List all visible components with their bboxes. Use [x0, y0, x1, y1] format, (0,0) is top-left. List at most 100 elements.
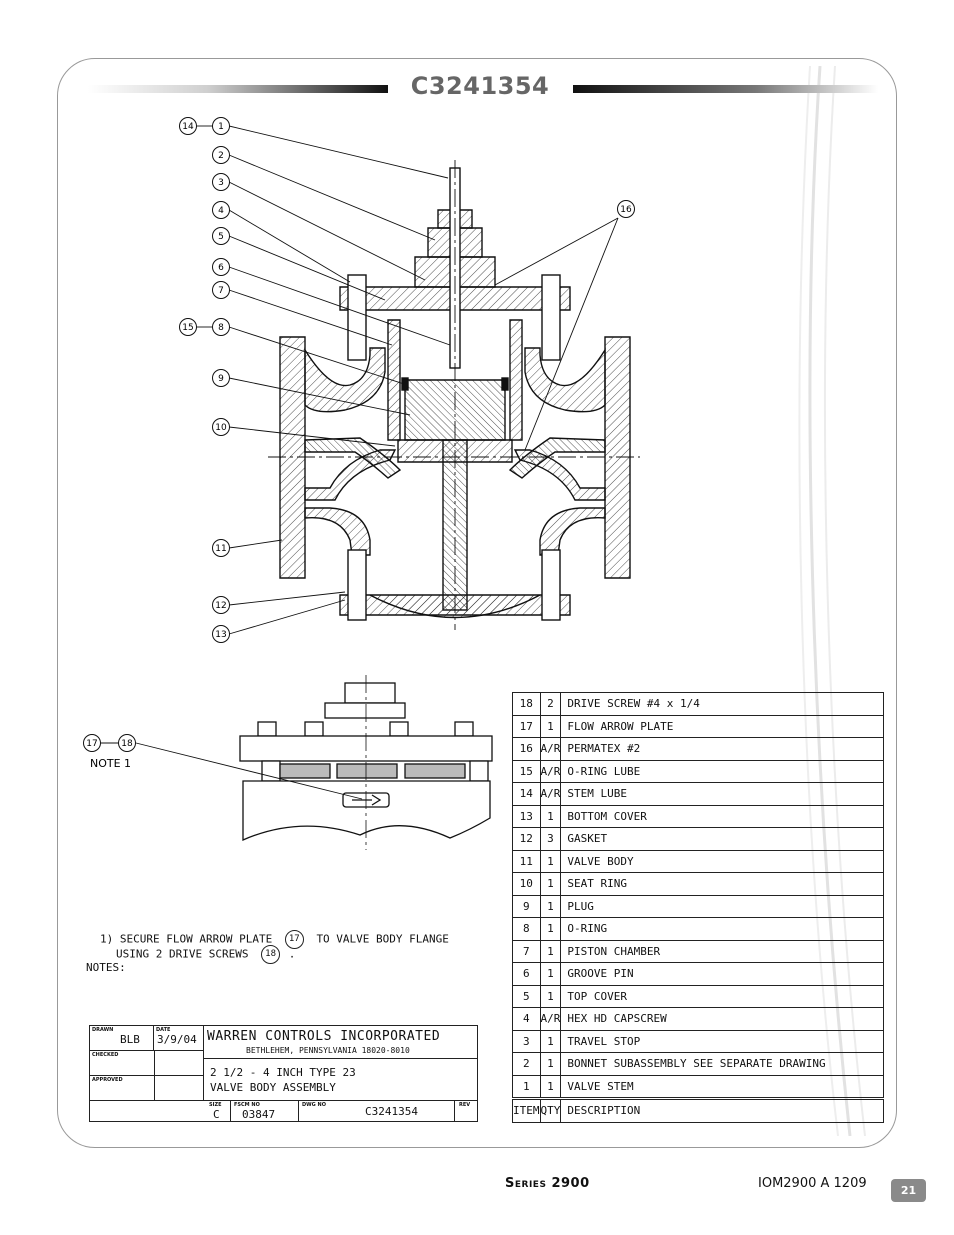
- bom-description: STEM LUBE: [560, 782, 884, 806]
- svg-text:15: 15: [182, 323, 193, 333]
- bom-quantity: A/R: [539, 759, 562, 783]
- callout-9: 9: [212, 369, 230, 387]
- callout-4: 4: [212, 201, 230, 219]
- bom-item-number: 12: [512, 827, 541, 851]
- bom-quantity: 1: [539, 962, 562, 986]
- title-block: DRAWN BLB DATE 3/9/04 CHECKED APPROVED W…: [89, 1025, 478, 1122]
- detail-callouts: 17 18 NOTE 1: [83, 734, 136, 770]
- callout-5: 5: [212, 227, 230, 245]
- footer-series: Series 2900: [505, 1176, 590, 1191]
- svg-text:5: 5: [218, 232, 224, 242]
- page-frame: [57, 58, 897, 1148]
- detail-note-label: NOTE 1: [90, 757, 131, 770]
- bom-description: TOP COVER: [560, 984, 884, 1008]
- bom-description: DRIVE SCREW #4 x 1/4: [560, 692, 884, 716]
- bom-description: PERMATEX #2: [560, 737, 884, 761]
- bom-quantity: 1: [539, 872, 562, 896]
- svg-text:12: 12: [215, 601, 226, 611]
- svg-text:11: 11: [215, 544, 226, 554]
- callout-3: 3: [212, 173, 230, 191]
- bom-item-number: 15: [512, 759, 541, 783]
- bom-quantity: 1: [539, 1029, 562, 1053]
- bom-item-number: 13: [512, 804, 541, 828]
- note-line-1: 1) SECURE FLOW ARROW PLATE 17 TO VALVE B…: [100, 930, 449, 949]
- bom-description: PISTON CHAMBER: [560, 939, 884, 963]
- bom-item-number: 9: [512, 894, 541, 918]
- bom-quantity: 1: [539, 804, 562, 828]
- bom-item-number: 3: [512, 1029, 541, 1053]
- svg-text:7: 7: [218, 286, 224, 296]
- bom-description: BONNET SUBASSEMBLY SEE SEPARATE DRAWING: [560, 1052, 884, 1076]
- callout-2: 2: [212, 146, 230, 164]
- size-cell: SIZE C: [204, 1101, 231, 1121]
- note-1-text-a: 1) SECURE FLOW ARROW PLATE: [100, 932, 273, 946]
- bom-quantity: 2: [539, 692, 562, 716]
- callout-15: 15: [179, 318, 197, 336]
- svg-text:16: 16: [620, 205, 632, 215]
- bom-item-number: 8: [512, 917, 541, 941]
- bom-quantity: 3: [539, 827, 562, 851]
- bom-description: O-RING LUBE: [560, 759, 884, 783]
- svg-text:2: 2: [218, 151, 224, 161]
- date-cell: DATE 3/9/04: [154, 1026, 204, 1051]
- bom-description: SEAT RING: [560, 872, 884, 896]
- bom-header-qty: QTY: [539, 1097, 562, 1123]
- svg-text:10: 10: [215, 423, 227, 433]
- bom-quantity: 1: [539, 1074, 562, 1099]
- bom-description: HEX HD CAPSCREW: [560, 1007, 884, 1031]
- page-title: C3241354: [410, 72, 550, 100]
- note-2-ref-callout: 18: [261, 945, 281, 964]
- bom-description: PLUG: [560, 894, 884, 918]
- svg-text:18: 18: [121, 739, 133, 749]
- callout-6: 6: [212, 258, 230, 276]
- bom-description: O-RING: [560, 917, 884, 941]
- dwg-cell: DWG NO C3241354: [299, 1101, 455, 1121]
- svg-text:4: 4: [218, 206, 224, 216]
- bom-description: FLOW ARROW PLATE: [560, 714, 884, 738]
- bom-quantity: 1: [539, 984, 562, 1008]
- bom-description: GASKET: [560, 827, 884, 851]
- leader-lines: [197, 125, 619, 635]
- fscm-cell: FSCM NO 03847: [231, 1101, 299, 1121]
- svg-text:9: 9: [218, 374, 224, 384]
- bom-description: TRAVEL STOP: [560, 1029, 884, 1053]
- bom-item-number: 16: [512, 737, 541, 761]
- bom-quantity: 1: [539, 894, 562, 918]
- bom-quantity: 1: [539, 849, 562, 873]
- callout-14: 14: [179, 117, 197, 135]
- detail-view: [100, 675, 493, 850]
- approved-divider: [154, 1051, 204, 1101]
- bom-item-number: 5: [512, 984, 541, 1008]
- bom-header-description: DESCRIPTION: [560, 1097, 884, 1123]
- bom-quantity: A/R: [539, 782, 562, 806]
- bom-item-number: 6: [512, 962, 541, 986]
- bom-description: VALVE STEM: [560, 1074, 884, 1099]
- bom-quantity: A/R: [539, 1007, 562, 1031]
- bom-item-number: 4: [512, 1007, 541, 1031]
- approved-cell: APPROVED: [90, 1076, 204, 1101]
- bom-description: VALVE BODY: [560, 849, 884, 873]
- bom-quantity: 1: [539, 917, 562, 941]
- bom-description: GROOVE PIN: [560, 962, 884, 986]
- bom-item-number: 2: [512, 1052, 541, 1076]
- bom-item-number: 10: [512, 872, 541, 896]
- svg-text:1: 1: [218, 122, 224, 132]
- company-cell: WARREN CONTROLS INCORPORATED BETHLEHEM, …: [204, 1026, 477, 1059]
- note-2-text-a: USING 2 DRIVE SCREWS: [116, 947, 249, 961]
- bom-quantity: 1: [539, 939, 562, 963]
- callout-7: 7: [212, 281, 230, 299]
- note-line-2: USING 2 DRIVE SCREWS 18 .: [116, 945, 295, 964]
- callout-10: 10: [212, 418, 230, 436]
- bom-item-number: 7: [512, 939, 541, 963]
